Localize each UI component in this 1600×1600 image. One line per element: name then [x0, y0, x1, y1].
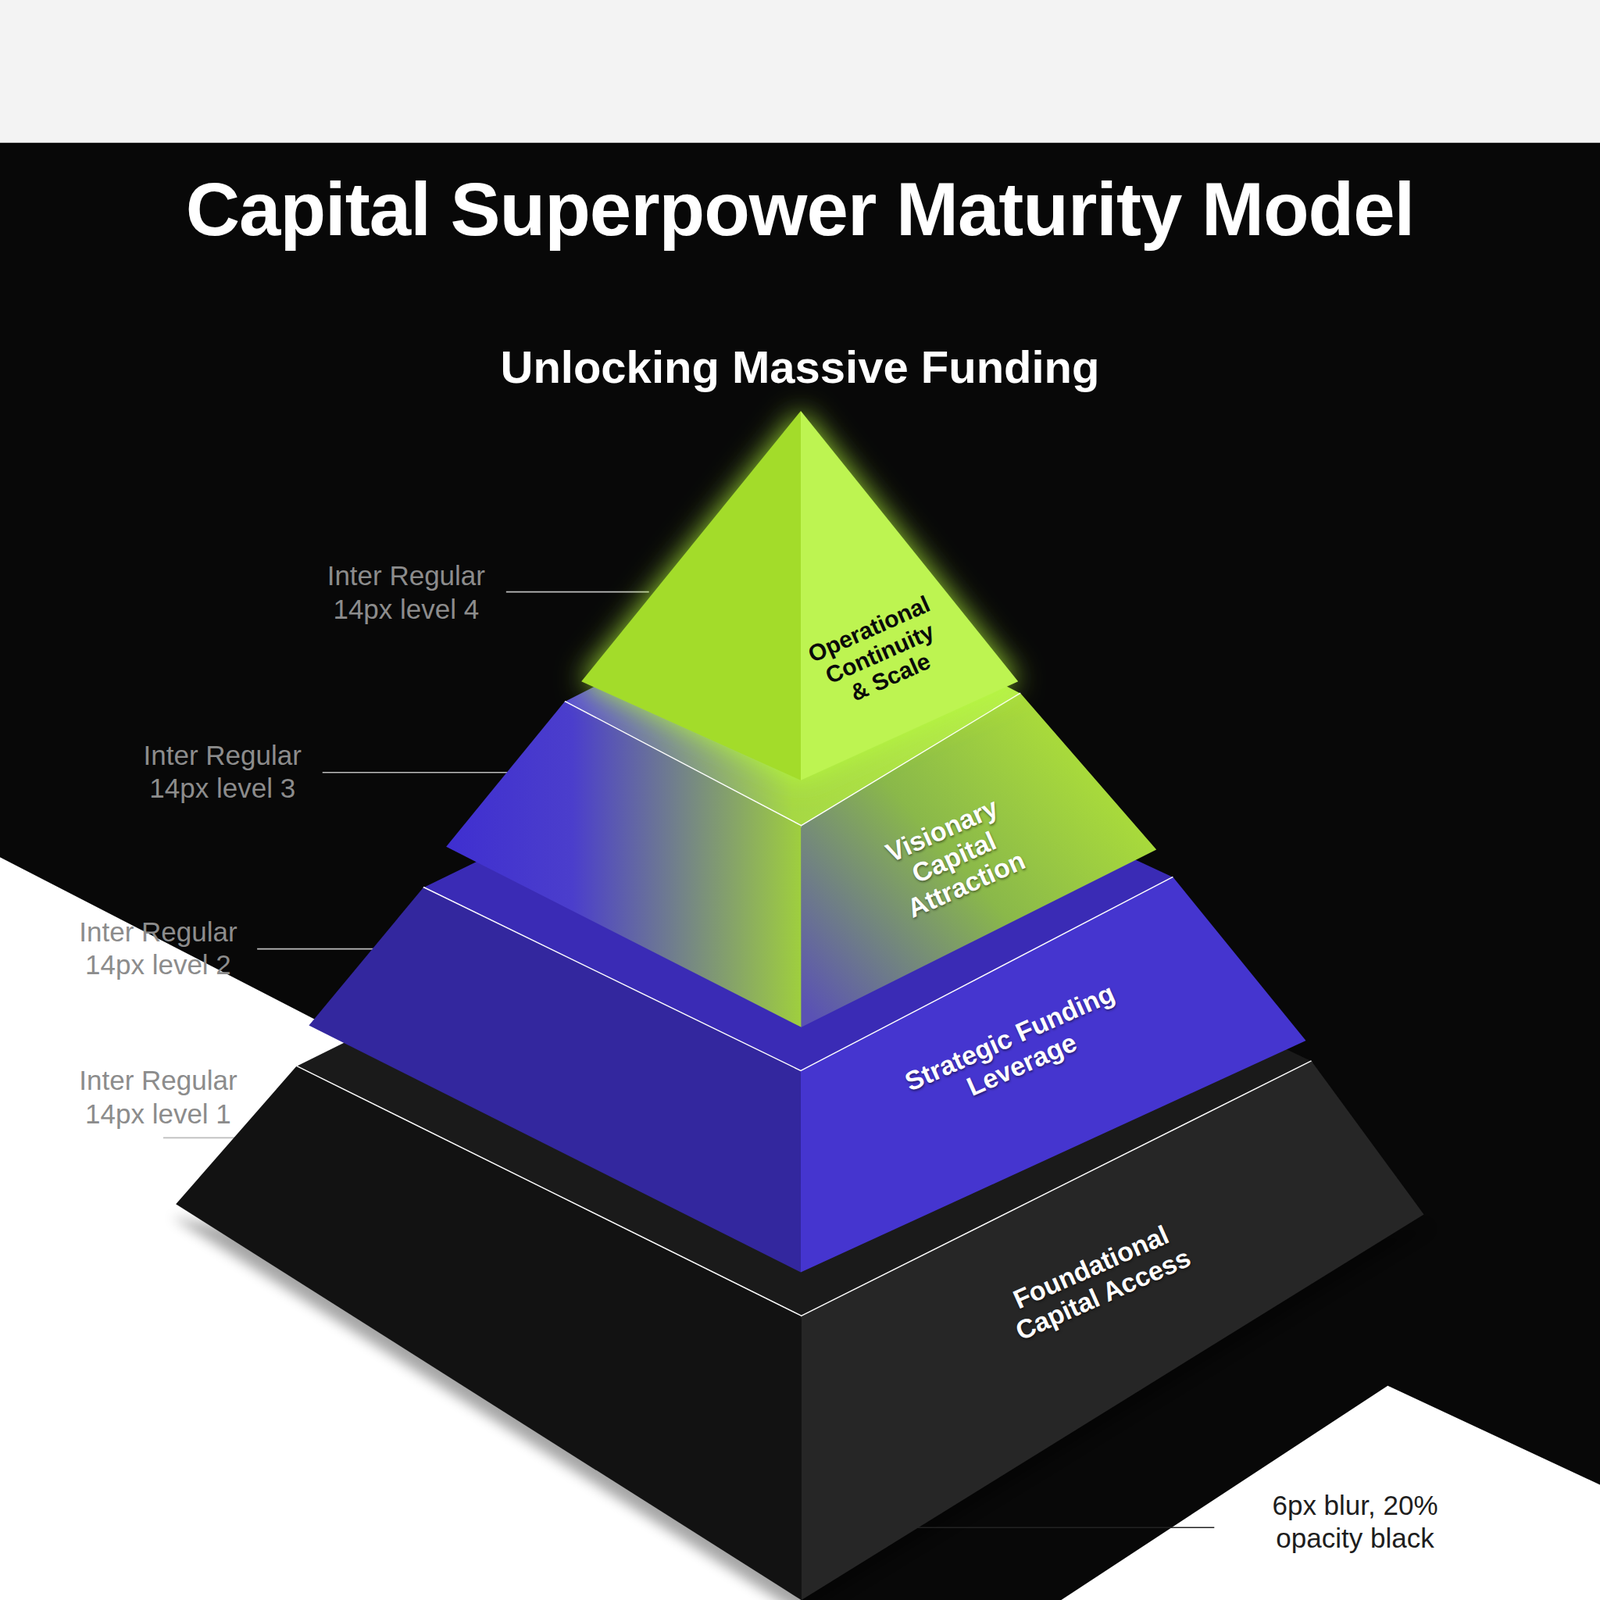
annotation-label: 6px blur, 20% opacity black	[1238, 1489, 1473, 1556]
leader-line	[257, 948, 376, 950]
top-band	[0, 0, 1600, 143]
level-shape	[550, 387, 1051, 807]
level-side-face	[800, 1060, 1424, 1600]
annotation-label: Inter Regular 14px level 2	[70, 915, 247, 983]
dark-backdrop	[0, 142, 1600, 1600]
annotation-label: Inter Regular 14px level 3	[134, 739, 311, 806]
level-faces	[175, 816, 1424, 1600]
annotation-label: Inter Regular 14px level 1	[70, 1064, 247, 1132]
leader-line	[163, 1136, 237, 1139]
leader-line	[506, 591, 650, 593]
leader-line	[322, 771, 511, 774]
annotation-label: Inter Regular 14px level 4	[317, 559, 494, 626]
diagram-title: Capital Superpower Maturity Model	[185, 166, 1415, 253]
pyramid-level: Operational Continuity & Scale	[550, 387, 1051, 807]
level-side-face	[175, 1066, 802, 1600]
apex-heading: Unlocking Massive Funding	[500, 339, 1100, 396]
